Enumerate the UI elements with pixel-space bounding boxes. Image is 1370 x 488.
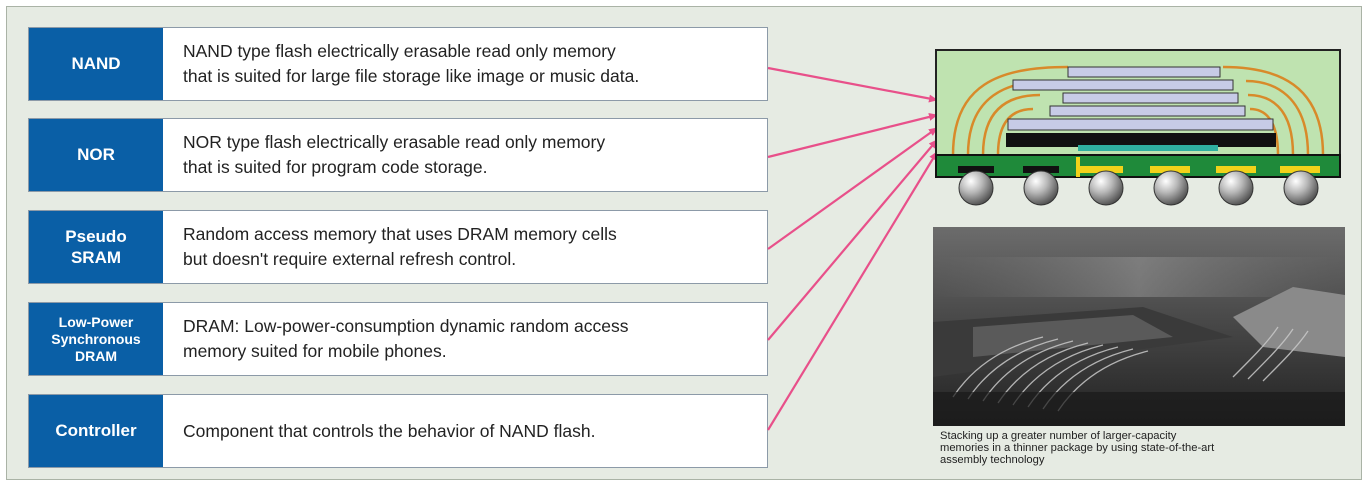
memory-item-controller: Controller Component that controls the b… [28,394,768,468]
item-description: DRAM: Low-power-consumption dynamic rand… [183,316,629,361]
bond-wires [951,65,1325,156]
memory-item-nand: NAND NAND type flash electrically erasab… [28,27,768,101]
arrow-lp-sdram [767,139,938,341]
item-label: Controller [29,395,163,467]
item-description: Component that controls the behavior of … [183,420,596,441]
item-label: Pseudo SRAM [29,211,163,283]
item-label: NAND [29,28,163,100]
item-description: NOR type flash electrically erasable rea… [183,132,606,177]
memory-item-nor: NOR NOR type flash electrically erasable… [28,118,768,192]
memory-item-lp-sdram: Low-Power Synchronous DRAM DRAM: Low-pow… [28,302,768,376]
arrow-nor [767,113,938,159]
arrow-pseudo-sram [767,127,938,250]
substrate-pads [958,157,1320,177]
item-description: Random access memory that uses DRAM memo… [183,224,617,269]
memory-item-pseudo-sram: Pseudo SRAM Random access memory that us… [28,210,768,284]
arrow-controller [767,151,938,431]
die-base-highlight [1078,145,1218,151]
die-1 [1067,66,1221,78]
package-cross-section [935,49,1341,206]
solder-balls [958,170,1319,206]
photo-caption: Stacking up a greater number of larger-c… [940,430,1215,466]
stacked-die-photo [933,227,1345,426]
substrate [935,154,1341,178]
die-5 [1007,118,1274,131]
die-base [1006,133,1276,147]
die-3 [1062,92,1239,104]
item-label: NOR [29,119,163,191]
item-label: Low-Power Synchronous DRAM [29,303,163,375]
die-4 [1049,105,1246,117]
arrow-nand [767,66,938,103]
item-description: NAND type flash electrically erasable re… [183,41,640,86]
die-2 [1012,79,1234,91]
